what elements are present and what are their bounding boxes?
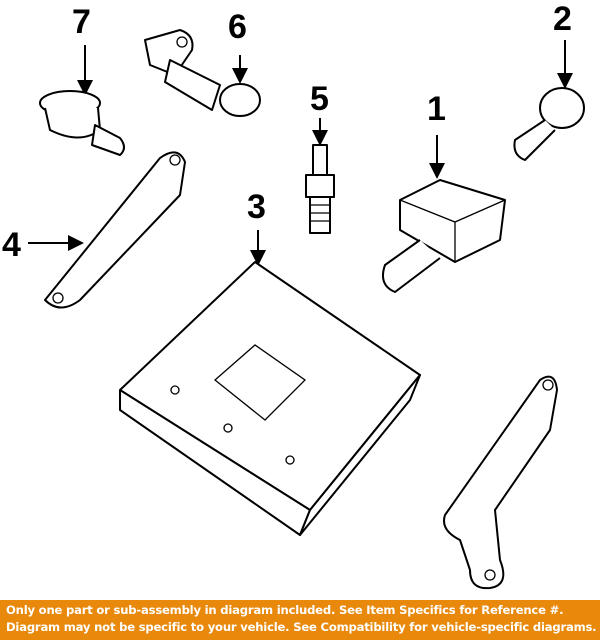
- diagram-drawing: [28, 29, 585, 590]
- callout-7: 7: [72, 3, 91, 41]
- callout-3: 3: [247, 188, 266, 226]
- part-6-sensor: [144, 29, 261, 117]
- callout-4: 4: [2, 226, 21, 264]
- disclaimer-line-1: Only one part or sub-assembly in diagram…: [6, 603, 564, 617]
- callout-5: 5: [310, 80, 329, 118]
- lower-bracket: [443, 375, 558, 590]
- leader-lines: [28, 40, 573, 266]
- callout-2: 2: [553, 0, 572, 38]
- part-7-sensor: [39, 90, 125, 156]
- callout-1: 1: [427, 90, 446, 128]
- callout-6: 6: [228, 8, 247, 46]
- part-2-sensor: [513, 87, 585, 161]
- part-5-spark-plug: [305, 144, 335, 234]
- part-4-bracket: [44, 151, 186, 309]
- disclaimer-banner: Only one part or sub-assembly in diagram…: [0, 600, 600, 640]
- part-1-ignition-coil: [382, 179, 506, 293]
- part-3-ecu: [119, 261, 421, 536]
- disclaimer-line-2: Diagram may not be specific to your vehi…: [6, 620, 597, 634]
